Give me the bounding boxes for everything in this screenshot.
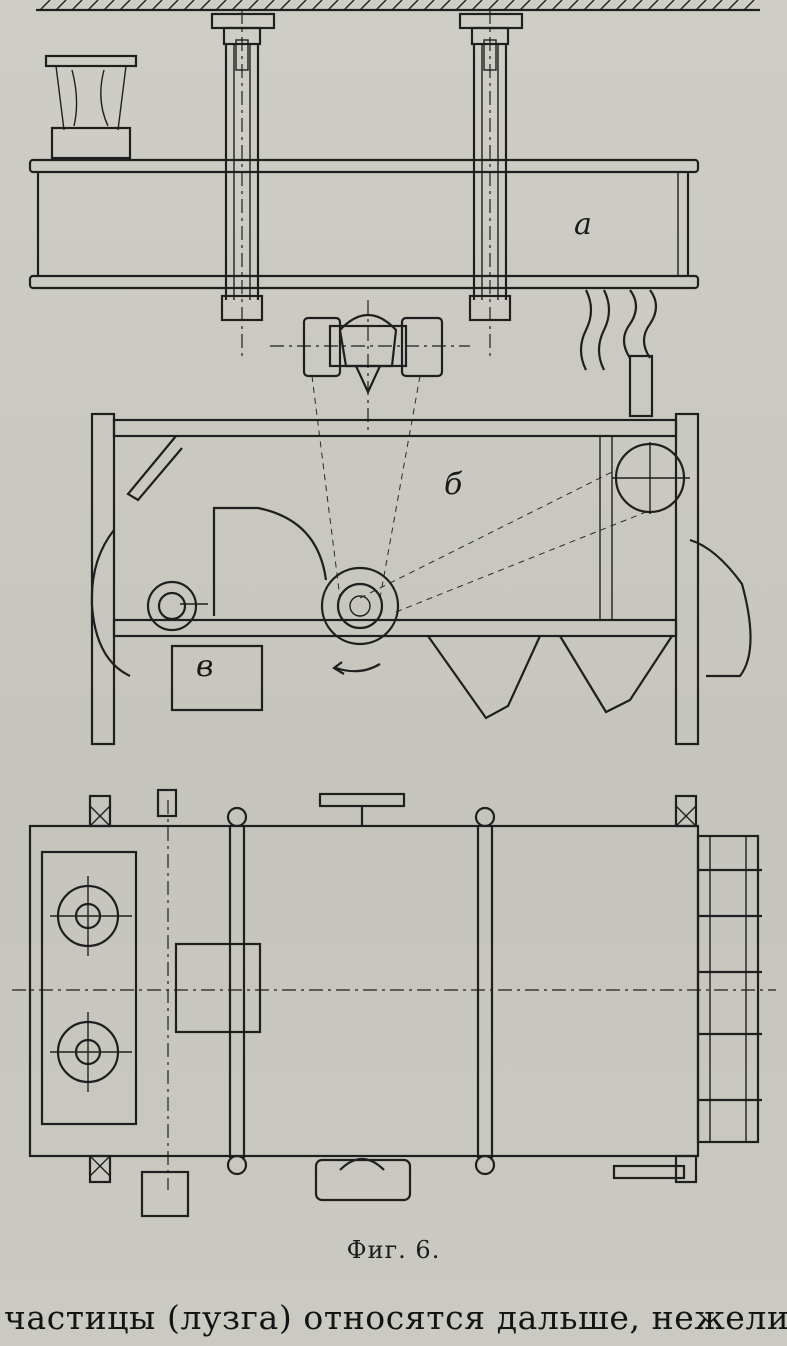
figure-caption: Фиг. 6. (346, 1236, 441, 1264)
body-text-line: частицы (лузга) относятся дальше, нежели (4, 1298, 787, 1337)
discharge-hoppers (427, 635, 673, 720)
roller-left (146, 580, 198, 632)
hanger-right (458, 10, 524, 360)
roller-main (320, 566, 400, 675)
belt-lines (311, 375, 421, 599)
pulley-upper (359, 442, 690, 613)
plan-view (12, 788, 776, 1218)
fan-housing (90, 506, 752, 712)
rope-drive (579, 289, 658, 418)
feed-inlet (44, 54, 138, 160)
technical-drawing: a б (12, 0, 776, 1218)
sieve-box-a (28, 158, 700, 290)
ceiling-hatch (36, 0, 760, 12)
frame-b (90, 412, 700, 746)
label-b: б (444, 467, 463, 502)
hanger-left (210, 10, 276, 360)
label-a: a (574, 207, 592, 242)
label-v: в (196, 649, 213, 684)
eccentric-drive (270, 300, 470, 430)
